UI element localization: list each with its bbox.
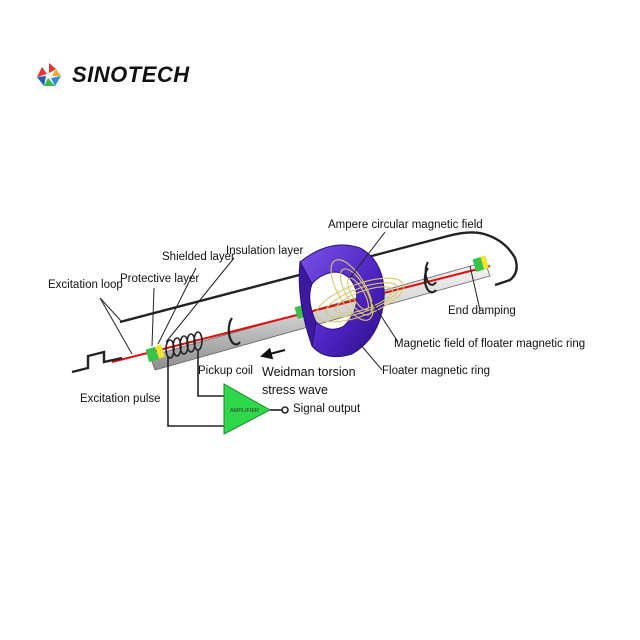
label-protective-layer: Protective layer [120, 273, 200, 285]
brand-name: SINOTECH [72, 62, 190, 87]
label-shielded-layer: Shielded layer [162, 251, 235, 263]
label-weidman-wave-2: stress wave [262, 383, 328, 397]
label-end-damping: End damping [448, 305, 516, 317]
sinotech-logo-icon [37, 63, 61, 86]
label-floater-ring: Floater magnetic ring [382, 365, 491, 377]
label-insulation-layer: Insulation layer [226, 245, 304, 257]
label-weidman-wave-1: Weidman torsion [262, 365, 356, 379]
label-excitation-loop: Excitation loop [48, 279, 123, 291]
label-excitation-pulse: Excitation pulse [80, 393, 161, 405]
label-magnetic-field-floater: Magnetic field of floater magnetic ring [394, 338, 586, 350]
amplifier-label: AMPLIFIER [230, 408, 259, 414]
amplifier [223, 383, 272, 435]
leader-lines [99, 231, 481, 371]
label-ampere-field: Ampere circular magnetic field [328, 219, 483, 231]
end-damping-ring [424, 261, 437, 286]
label-signal-output: Signal output [293, 403, 361, 415]
label-pickup-coil: Pickup coil [198, 365, 253, 377]
wave-direction-arrow [260, 347, 286, 360]
pickup-leads [167, 350, 226, 427]
excitation-loop-wire [119, 231, 518, 324]
signal-output-terminal [281, 406, 289, 414]
magnetic-field-lines [315, 259, 405, 323]
floater-magnetic-ring [298, 244, 385, 358]
brand-logo: SINOTECH [34, 60, 190, 90]
excitation-pulse-waveform [71, 350, 123, 374]
